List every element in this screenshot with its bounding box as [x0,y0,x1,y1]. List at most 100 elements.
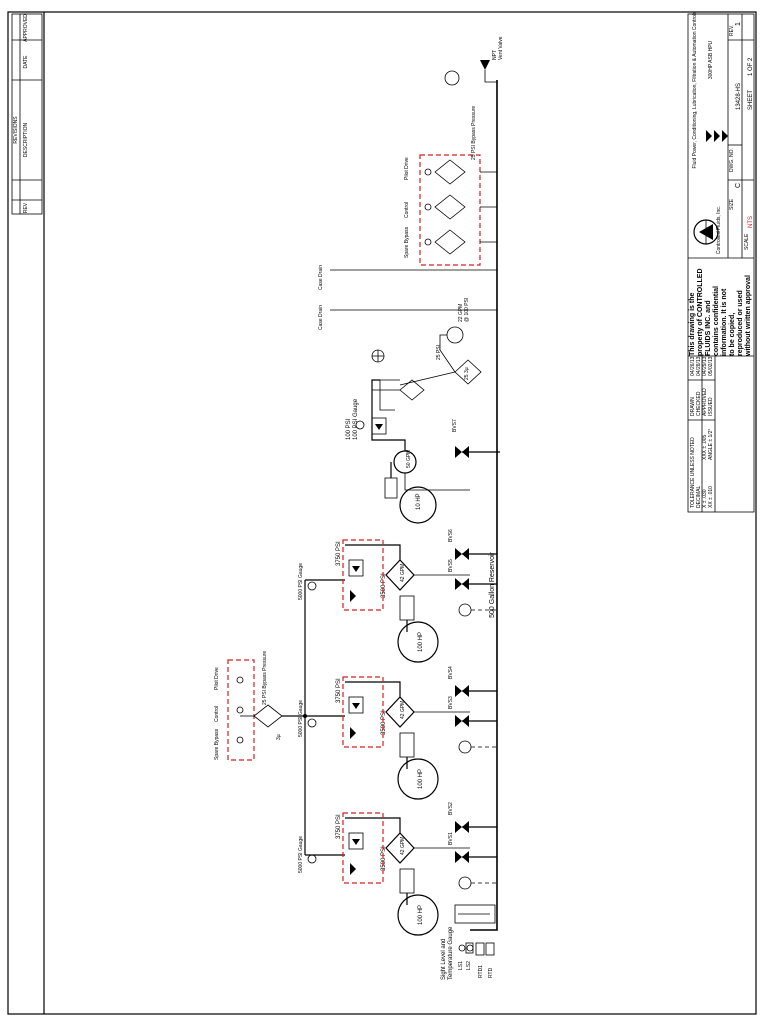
bvs7-label: BVS7 [452,419,458,432]
company-logo [693,130,728,245]
scale-value: NTS [748,216,754,228]
gauge-label-3: 5000 PSI Gauge [298,563,304,600]
reservoir: 500 Gallon Reservoir [454,80,498,931]
reservoir-label: 500 Gallon Reservoir [489,551,496,617]
pump-gpm-3: 42 GPM [400,564,406,582]
approvals-block: DRAWN 04/26/13 CHECKED 04/28/13 APPROVED… [688,356,715,416]
pump-2 [385,696,415,728]
rev-label: REV. [729,25,735,36]
company-subtitle: Fluid Power, Conditioning, Lubrication, … [692,11,698,169]
gauge-label-1: 5000 PSI Gauge [298,836,304,873]
relief-valve-2 [348,696,364,714]
vent-valve: NPT Vent Valve [444,36,504,86]
pump-3 [385,559,415,591]
return-filter-manifold: Pilot Drive Control Spare Bypass 25 PSI … [404,106,497,266]
return-bypass-label: 25 PSI Bypass Pressure [471,106,477,160]
cooling-gauge-label: 100 PSI Gauge [353,398,359,440]
case-drain-lines: Case Drain Case Drain [318,265,497,330]
svg-text:This drawing is the: This drawing is the [689,292,696,356]
motor-label-2: 100 HP [418,769,424,789]
svg-text:ANGLE ± 1/2°: ANGLE ± 1/2° [708,429,714,460]
relief-valve-1 [348,832,364,850]
gauge-label-2: 5000 PSI Gauge [298,700,304,737]
cooling-motor-label: 10 HP [416,493,422,510]
pump-gpm-2: 42 GPM [400,701,406,719]
svg-text:LS1: LS1 [458,961,464,970]
dwg-no-label: DWG. NO. [729,148,735,172]
pressure-spare-label: Spare Bypass [214,728,220,760]
svg-text:without written approval: without written approval [745,275,752,357]
rev-col-date: DATE [23,55,29,69]
sheet-value: 1 OF 2 [748,57,754,76]
return-filter-icon [454,359,482,385]
pressure-bypass-label: 25 PSI Bypass Pressure [262,651,268,705]
cooling-pump-unit: 10 HP 50 GPM BVS7 100 PSI 100 PSI Gauge … [346,298,500,524]
relief-label-1: 3750 PSI [336,814,342,839]
bv-b-label-1: BVS1 [448,832,454,845]
gauge-icon-1 [307,854,317,864]
motor-label-3: 100 HP [418,632,424,652]
svg-text:XXX ± .005: XXX ± .005 [702,435,708,460]
return-filter-label: 25 3µ [464,367,470,380]
cooling-gauge-icon [355,420,365,430]
suction-strainer-3 [458,603,472,617]
relief-valve-box-1 [342,812,384,884]
svg-text:Vent Valve: Vent Valve [498,36,504,60]
scale-label: SCALE [744,233,750,250]
compensator-label-2: 3500 PSI [381,710,387,735]
suction-strainer-2 [458,740,472,754]
gauge-icon-2 [307,718,317,728]
rev-col-rev: REV [23,202,29,213]
rev-col-description: DESCRIPTION [23,123,29,158]
rev-value: 1 [735,22,742,26]
compensator-label-3: 3500 PSI [381,573,387,598]
svg-text:APPROVED: APPROVED [702,388,708,416]
cooling-relief-label: 100 PSI [346,418,352,440]
svg-text:Sight Level and: Sight Level and [441,939,447,980]
inner-frame [43,11,757,1015]
cooling-pump [393,450,417,474]
drawing-title: 300HP ASB HPU [708,40,714,79]
svg-text:RTD: RTD [488,967,494,978]
svg-text:X ± .030: X ± .030 [702,489,708,508]
svg-text:CHECKED: CHECKED [696,391,702,416]
relief-valve-3 [348,559,364,577]
svg-text:05/02/13: 05/02/13 [708,356,714,376]
bv-a-label-2: BVS4 [448,666,454,679]
svg-text:TOLERANCE UNLESS NOTED: TOLERANCE UNLESS NOTED [690,437,696,508]
svg-text:25 PSI: 25 PSI [436,345,442,360]
dwg-no-value: 13428-HS [736,83,742,110]
svg-text:contains confidential: contains confidential [713,286,720,356]
svg-text:XX ± .010: XX ± .010 [708,486,714,508]
svg-text:ISSUED: ISSUED [708,397,714,416]
svg-text:04/28/13: 04/28/13 [696,356,702,376]
svg-text:reproduced or used: reproduced or used [737,290,744,356]
return-control-label: Control [404,202,410,218]
relief-valve-box-3 [342,539,384,611]
title-block: This drawing is the property of CONTROLL… [687,11,755,513]
pressure-pilot-label: Pilot Drive [214,667,220,690]
svg-text:04/29/13: 04/29/13 [702,356,708,376]
bv-b-label-3: BVS5 [448,559,454,572]
revision-block: REVISIONS REV DESCRIPTION DATE APPROVED [11,13,43,215]
case-drain-2: Case Drain [318,305,324,330]
rtd-sensor: RTD [485,942,495,978]
pump-unit-2: 100 HP 42 GPM 3500 PSI 3750 PSI 5000 PSI Gau… [298,666,497,800]
svg-text:to be copied,: to be copied, [729,313,736,356]
motor-2 [397,758,439,800]
rtd1-sensor: RTD1 [475,942,485,978]
company-name: Controlled Fluids, Inc. [716,206,722,254]
relief-valve-box-2 [342,676,384,748]
bv-b-label-2: BVS3 [448,696,454,709]
cooling-filter-icon [399,379,425,401]
relief-label-2: 3750 PSI [336,678,342,703]
cooling-motor [399,486,437,524]
size-label: SIZE [729,198,735,210]
return-pilot-label: Pilot Drive [404,157,410,180]
pressure-filter-icon [253,704,283,728]
pump-gpm-1: 42 GPM [400,837,406,855]
compensator-label-1: 3500 PSI [381,846,387,871]
svg-text:DECIMAL: DECIMAL [696,486,702,508]
